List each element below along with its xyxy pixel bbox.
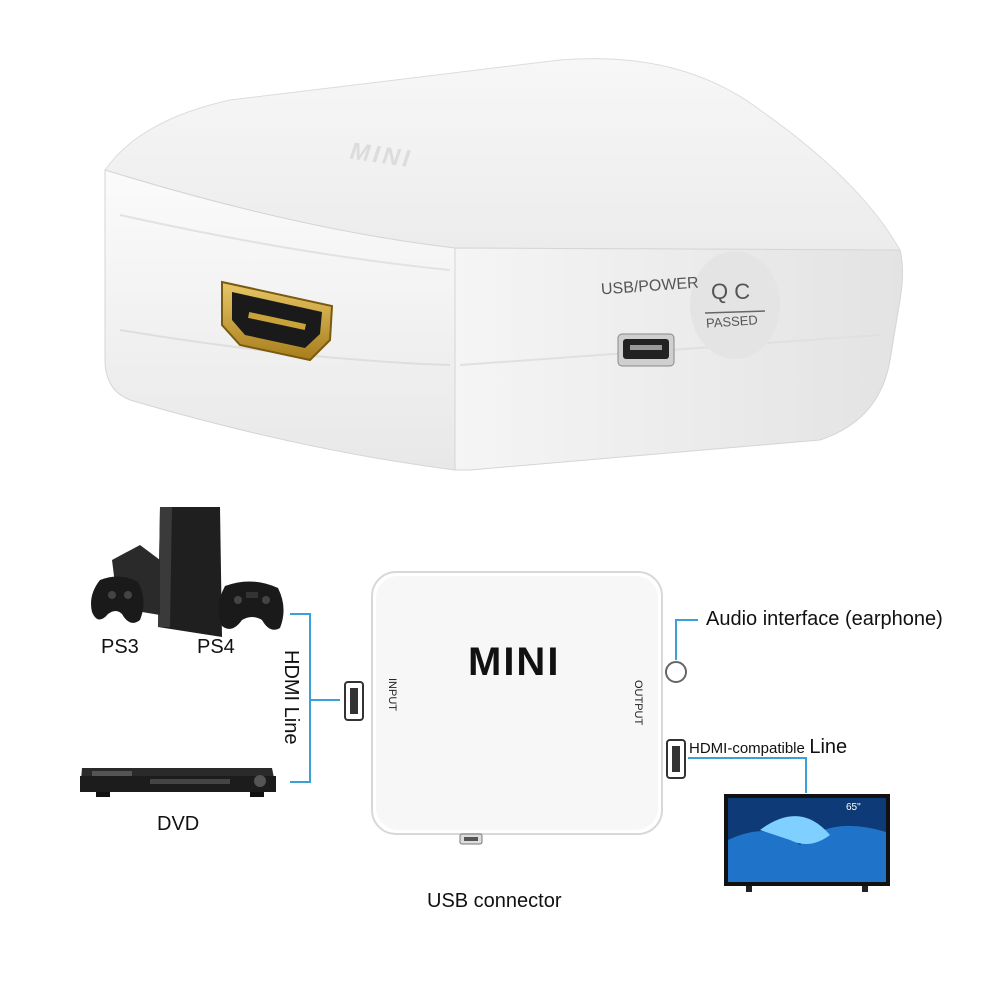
mini-usb-port-icon xyxy=(617,333,675,367)
output-label: OUTPUT xyxy=(632,680,644,726)
hdmi-output-label: HDMI-compatible Line xyxy=(689,736,847,759)
audio-jack-icon xyxy=(665,661,687,683)
connection-diagram: PS3 PS4 DVD HDMI Line MINI INPUT OUTPUT … xyxy=(0,480,1001,1001)
ps3-controller-icon xyxy=(91,576,144,623)
adapter-box-illustration xyxy=(104,58,903,471)
output-hdmi-port-icon xyxy=(666,739,686,779)
input-hdmi-port-icon xyxy=(344,681,364,721)
ps3-label: PS3 xyxy=(101,636,139,658)
ps4-label: PS4 xyxy=(197,636,235,658)
hdmi-output-label-big: Line xyxy=(809,736,848,758)
audio-connector-line xyxy=(675,619,698,660)
product-photo: MINI USB/POWER Q C PASSED xyxy=(0,0,1001,480)
usb-connector-label: USB connector xyxy=(427,890,562,912)
tv-size-label: 65" xyxy=(846,802,861,813)
dvd-label: DVD xyxy=(157,813,200,835)
hdmi-port-icon xyxy=(221,280,334,362)
hdmi-line-bracket xyxy=(290,613,311,783)
hdmi-line-label: HDMI Line xyxy=(280,650,302,745)
qc-badge-line1: Q C xyxy=(711,279,751,304)
hdmi-output-label-small: HDMI-compatible xyxy=(689,740,805,757)
device-logo: MINI xyxy=(468,640,561,684)
qc-badge-icon xyxy=(690,251,780,359)
usb-port-icon xyxy=(459,833,483,845)
diagram-graphics xyxy=(80,507,890,892)
audio-interface-label: Audio interface (earphone) xyxy=(706,608,943,630)
dvd-player-icon xyxy=(80,768,276,797)
ps4-console-icon xyxy=(112,507,222,637)
adapter-device-icon xyxy=(371,571,663,835)
input-label: INPUT xyxy=(386,678,398,711)
hdmi-output-connector-line xyxy=(688,757,807,793)
tv-icon xyxy=(724,794,890,892)
ps4-controller-icon xyxy=(218,581,284,630)
